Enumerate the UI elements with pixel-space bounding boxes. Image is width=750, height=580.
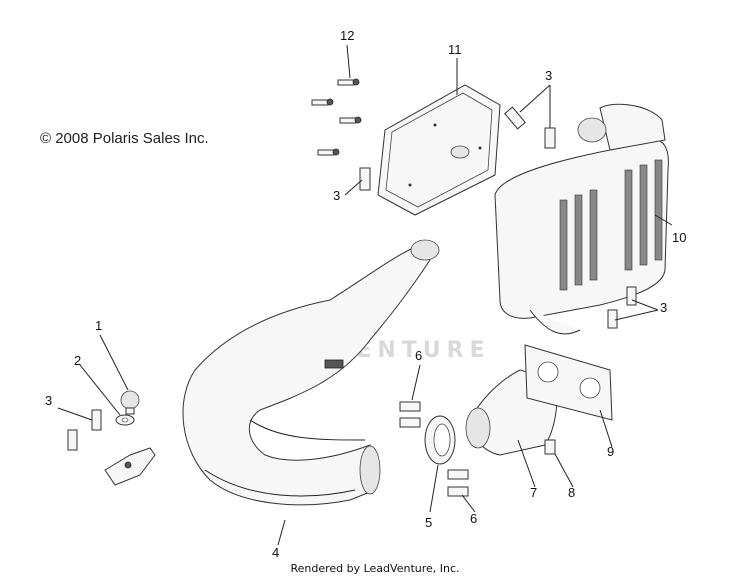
callout-3-left: 3 [333,188,340,203]
stud-part-8 [544,439,556,455]
callout-3-right: 3 [660,300,667,315]
callout-6-lower: 6 [470,511,477,526]
grommet-part-1 [120,390,140,415]
callout-3-far-left: 3 [45,393,52,408]
callout-9: 9 [607,444,614,459]
footer-credit: Rendered by LeadVenture, Inc. [290,562,460,575]
callout-5: 5 [425,515,432,530]
callout-11: 11 [448,42,462,57]
callout-6-upper: 6 [415,348,422,363]
gasket-plate-part-11 [377,84,501,216]
bracket-part [104,447,156,486]
washer-part-2 [115,414,135,426]
callout-7: 7 [530,485,537,500]
seal-ring-part-5 [424,415,456,465]
copyright-text: © 2008 Polaris Sales Inc. [40,130,209,147]
callout-10: 10 [672,230,686,245]
header-pipe-part-4 [182,239,440,506]
callout-labels: 12 11 3 3 10 3 1 2 3 6 4 5 6 7 8 9 [45,28,686,560]
callout-3-top: 3 [545,68,552,83]
springs-part-3 [67,106,637,497]
callout-12: 12 [340,28,354,43]
flange-gasket-part-9 [524,344,613,421]
callout-1: 1 [95,318,102,333]
bolts-part-12 [311,78,362,156]
callout-2: 2 [74,353,81,368]
callout-4: 4 [272,545,279,560]
callout-8: 8 [568,485,575,500]
muffler-part-10 [494,103,669,335]
leader-lines [57,44,673,546]
